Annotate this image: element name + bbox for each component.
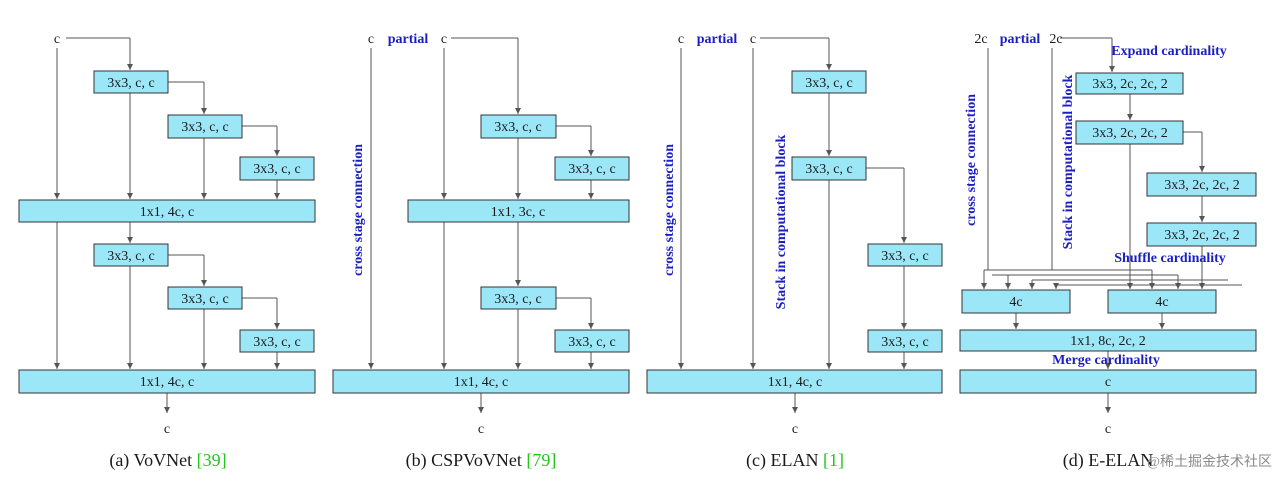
d-group-conv-4: [1146, 222, 1257, 247]
d-group-conv-3: [1146, 172, 1257, 197]
c-conv-4-label: 3x3, c, c: [881, 335, 928, 350]
c-input-right-label: c: [750, 32, 756, 47]
b-conv-2: [554, 156, 630, 181]
a-transition-2: [18, 369, 316, 394]
d-group-conv-4-label: 3x3, 2c, 2c, 2: [1164, 228, 1239, 243]
d-output-block-label: c: [1105, 375, 1111, 390]
b-output-label: c: [478, 422, 484, 437]
panel-b-blocks: [332, 114, 630, 394]
c-output-label: c: [792, 422, 798, 437]
a-conv-5: [167, 286, 243, 310]
c-input-left-label: c: [678, 32, 684, 47]
b-conv-4: [554, 329, 630, 353]
panel-c-blocks: [646, 70, 943, 394]
c-conv-1: [791, 70, 867, 94]
a-conv-6: [239, 329, 315, 353]
b-reference-link[interactable]: [79]: [526, 450, 556, 470]
d-concat-1: [961, 289, 1071, 314]
d-output-label: c: [1105, 422, 1111, 437]
a-conv-2-label: 3x3, c, c: [181, 120, 228, 135]
c-transition-label: 1x1, 4c, c: [768, 375, 822, 390]
a-transition-1: [18, 199, 316, 223]
c-cross-stage-label: cross stage connection: [662, 144, 677, 276]
a-conv-3: [239, 156, 315, 181]
b-transition-1: [407, 199, 630, 223]
d-output-block: [959, 369, 1257, 394]
panel-c-elan: [678, 37, 907, 413]
b-conv-3-label: 3x3, c, c: [494, 292, 541, 307]
c-conv-3: [867, 243, 943, 267]
a-conv-2: [167, 114, 243, 139]
b-conv-1: [480, 114, 557, 139]
b-conv-1-label: 3x3, c, c: [494, 120, 541, 135]
c-transition: [646, 369, 943, 394]
a-transition-2-label: 1x1, 4c, c: [140, 375, 194, 390]
a-conv-1: [93, 70, 169, 94]
b-input-left-label: c: [368, 32, 374, 47]
panel-b-cspvovnet: [368, 37, 594, 413]
c-conv-2: [791, 156, 867, 181]
b-caption: (b) CSPVoVNet [79]: [406, 450, 557, 471]
panel-a-blocks: [18, 70, 316, 394]
panel-d-e-elan: [981, 37, 1242, 413]
c-conv-3-label: 3x3, c, c: [881, 249, 928, 264]
b-transition-2-label: 1x1, 4c, c: [454, 375, 508, 390]
d-group-conv-2: [1075, 120, 1184, 145]
a-caption: (a) VoVNet [39]: [109, 450, 226, 471]
panel-a-vovnet: [54, 37, 280, 413]
d-merge-conv-label: 1x1, 8c, 2c, 2: [1070, 334, 1145, 349]
d-merge-label: Merge cardinality: [1052, 353, 1160, 368]
d-group-conv-2-label: 3x3, 2c, 2c, 2: [1092, 126, 1167, 141]
a-transition-1-label: 1x1, 4c, c: [140, 205, 194, 220]
c-reference-link[interactable]: [1]: [823, 450, 844, 470]
d-partial-label: partial: [1000, 32, 1041, 47]
b-cross-stage-label: cross stage connection: [351, 144, 366, 276]
b-conv-2-label: 3x3, c, c: [568, 162, 615, 177]
d-merge-conv: [959, 329, 1257, 352]
d-concat-1-label: 4c: [1009, 295, 1022, 310]
c-stack-label: Stack in computational block: [774, 134, 789, 309]
c-conv-4: [867, 329, 943, 353]
a-conv-5-label: 3x3, c, c: [181, 292, 228, 307]
a-conv-1-label: 3x3, c, c: [107, 76, 154, 91]
b-transition-1-label: 1x1, 3c, c: [491, 205, 545, 220]
a-input-label: c: [54, 32, 60, 47]
a-conv-4-label: 3x3, c, c: [107, 249, 154, 264]
d-group-conv-1: [1075, 72, 1184, 95]
d-cross-stage-label: cross stage connection: [964, 94, 979, 226]
c-caption: (c) ELAN [1]: [746, 450, 844, 471]
a-conv-3-label: 3x3, c, c: [253, 162, 300, 177]
watermark: @稀土掘金技术社区: [1147, 454, 1272, 470]
a-conv-6-label: 3x3, c, c: [253, 335, 300, 350]
d-input-left-label: 2c: [974, 32, 987, 47]
a-output-label: c: [164, 422, 170, 437]
b-partial-label: partial: [388, 32, 429, 47]
b-input-right-label: c: [441, 32, 447, 47]
d-concat-2: [1107, 289, 1217, 314]
d-group-conv-3-label: 3x3, 2c, 2c, 2: [1164, 178, 1239, 193]
b-transition-2: [332, 369, 630, 394]
a-reference-link[interactable]: [39]: [197, 450, 227, 470]
b-conv-3: [480, 286, 557, 310]
a-conv-4: [93, 243, 169, 267]
c-partial-label: partial: [697, 32, 738, 47]
d-expand-label: Expand cardinality: [1111, 44, 1227, 59]
b-conv-4-label: 3x3, c, c: [568, 335, 615, 350]
d-concat-2-label: 4c: [1155, 295, 1168, 310]
c-conv-1-label: 3x3, c, c: [805, 76, 852, 91]
d-caption: (d) E-ELAN: [1063, 450, 1153, 471]
d-input-right-label: 2c: [1049, 32, 1062, 47]
d-group-conv-1-label: 3x3, 2c, 2c, 2: [1092, 77, 1167, 92]
c-conv-2-label: 3x3, c, c: [805, 162, 852, 177]
panel-d-blocks: [959, 72, 1257, 394]
d-shuffle-label: Shuffle cardinality: [1114, 251, 1226, 266]
d-stack-label: Stack in computational block: [1061, 74, 1076, 249]
